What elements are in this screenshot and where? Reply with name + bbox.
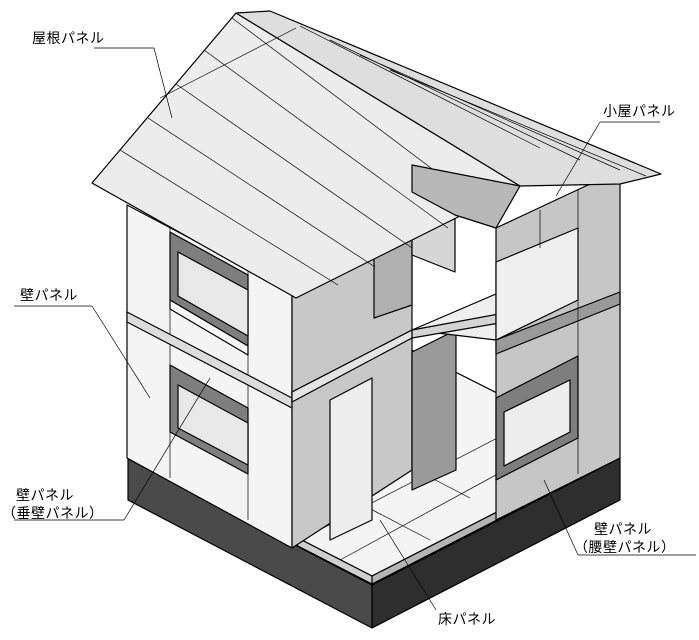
label-roof-panel: 屋根パネル (32, 31, 105, 47)
label-hanging-wall-panel-line1: 壁パネル (16, 488, 74, 504)
label-floor-panel: 床パネル (438, 612, 496, 628)
label-spandrel-wall-panel-line2: （腰壁パネル） (574, 540, 676, 556)
right-facade (495, 169, 621, 521)
label-hanging-wall-panel-line2: （垂壁パネル） (2, 506, 104, 522)
label-wall-panel: 壁パネル (20, 288, 78, 304)
label-attic-panel: 小屋パネル (603, 104, 676, 120)
leader-lines (14, 47, 696, 611)
left-facade (126, 204, 293, 549)
roof (91, 10, 662, 299)
label-spandrel-wall-panel-line1: 壁パネル (594, 522, 652, 538)
